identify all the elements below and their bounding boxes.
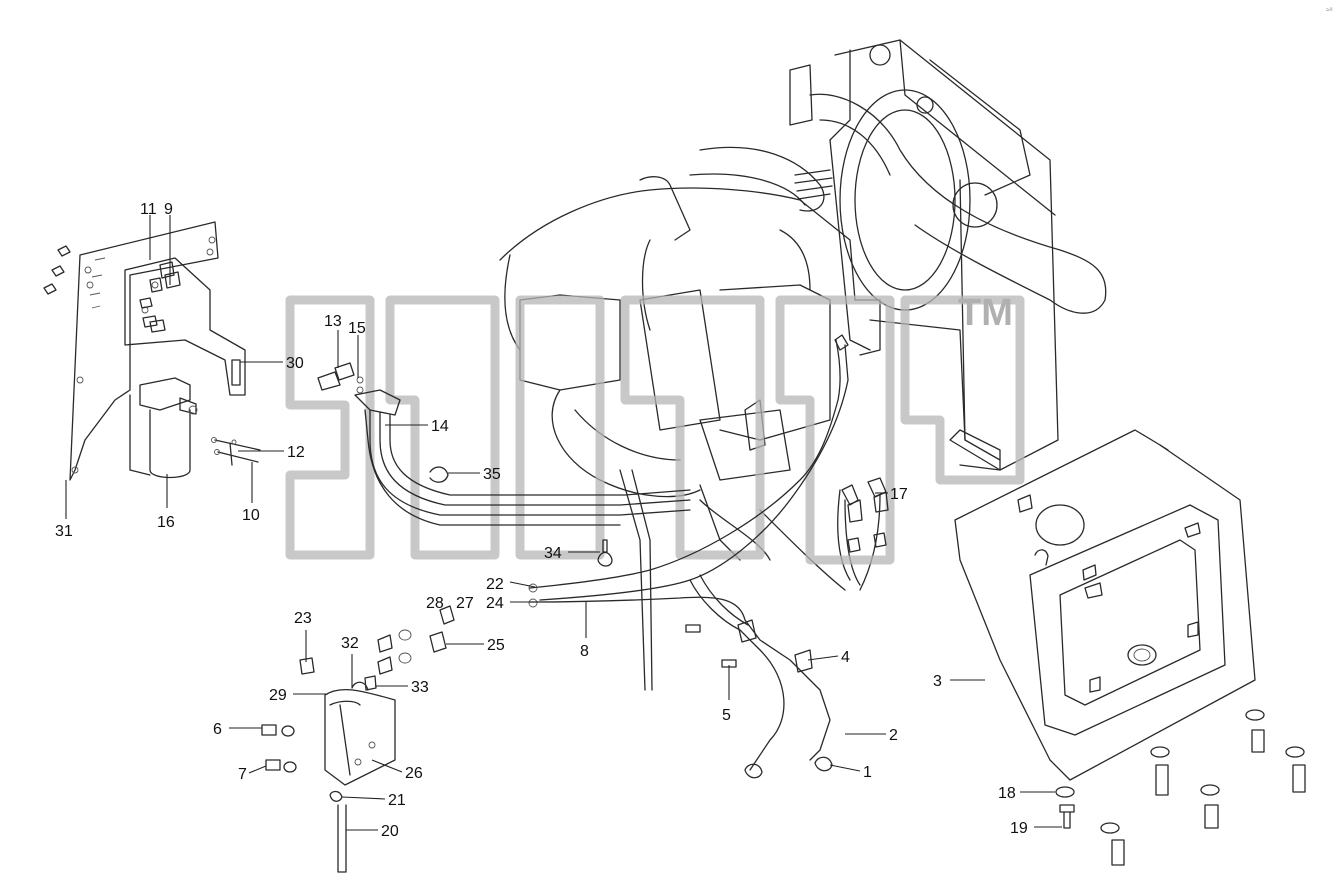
callout-25: 25 [487,637,505,654]
callout-34: 34 [544,545,562,562]
callout-22: 22 [486,576,504,593]
callout-33: 33 [411,679,429,696]
callout-8: 8 [580,643,589,660]
callout-15: 15 [348,320,366,337]
callout-2: 2 [889,727,898,744]
callout-6: 6 [213,721,222,738]
callout-17: 17 [890,486,908,503]
clamps-and-clips [685,619,833,779]
reservoir-assembly [261,657,396,873]
callout-35: 35 [483,466,501,483]
trademark-symbol: TM [958,292,1013,334]
callout-29: 29 [269,687,287,704]
callout-1: 1 [863,764,872,781]
callout-21: 21 [388,792,406,809]
callout-12: 12 [287,444,305,461]
corner-mark: ≈ᵃ [1326,7,1333,14]
hose-14 [364,409,691,526]
callout-30: 30 [286,355,304,372]
callout-13: 13 [324,313,342,330]
callout-5: 5 [722,707,731,724]
callout-32: 32 [341,635,359,652]
fuel-tank [954,429,1256,781]
fuel-filter [129,377,198,479]
callout-16: 16 [157,514,175,531]
callout-24: 24 [486,595,504,612]
mounting-plate [43,221,219,481]
callout-19: 19 [1010,820,1028,837]
bolts-10-12 [211,437,261,466]
callout-27: 27 [456,595,474,612]
callout-11: 11 [140,201,157,218]
callout-23: 23 [294,610,312,627]
callout-labels: 11 9 30 13 15 14 35 12 10 16 31 17 34 22… [55,201,1028,840]
watermark: TM [285,292,1025,565]
fittings-17 [841,477,889,553]
callout-7: 7 [238,766,247,783]
callout-14: 14 [431,418,449,435]
fittings-13-15 [317,362,401,416]
callout-10: 10 [242,507,260,524]
clamp-34 [597,539,613,567]
callout-31: 31 [55,523,73,540]
bracket [124,257,246,396]
callout-3: 3 [933,673,942,690]
callout-4: 4 [841,649,850,666]
tank-bolts [1055,709,1306,866]
fuel-lines [528,334,849,771]
callout-18: 18 [998,785,1016,802]
callout-28: 28 [426,595,444,612]
leader-lines [65,215,1062,831]
callout-20: 20 [381,823,399,840]
callout-26: 26 [405,765,423,782]
callout-9: 9 [164,201,173,218]
fittings-25-28 [377,605,455,675]
